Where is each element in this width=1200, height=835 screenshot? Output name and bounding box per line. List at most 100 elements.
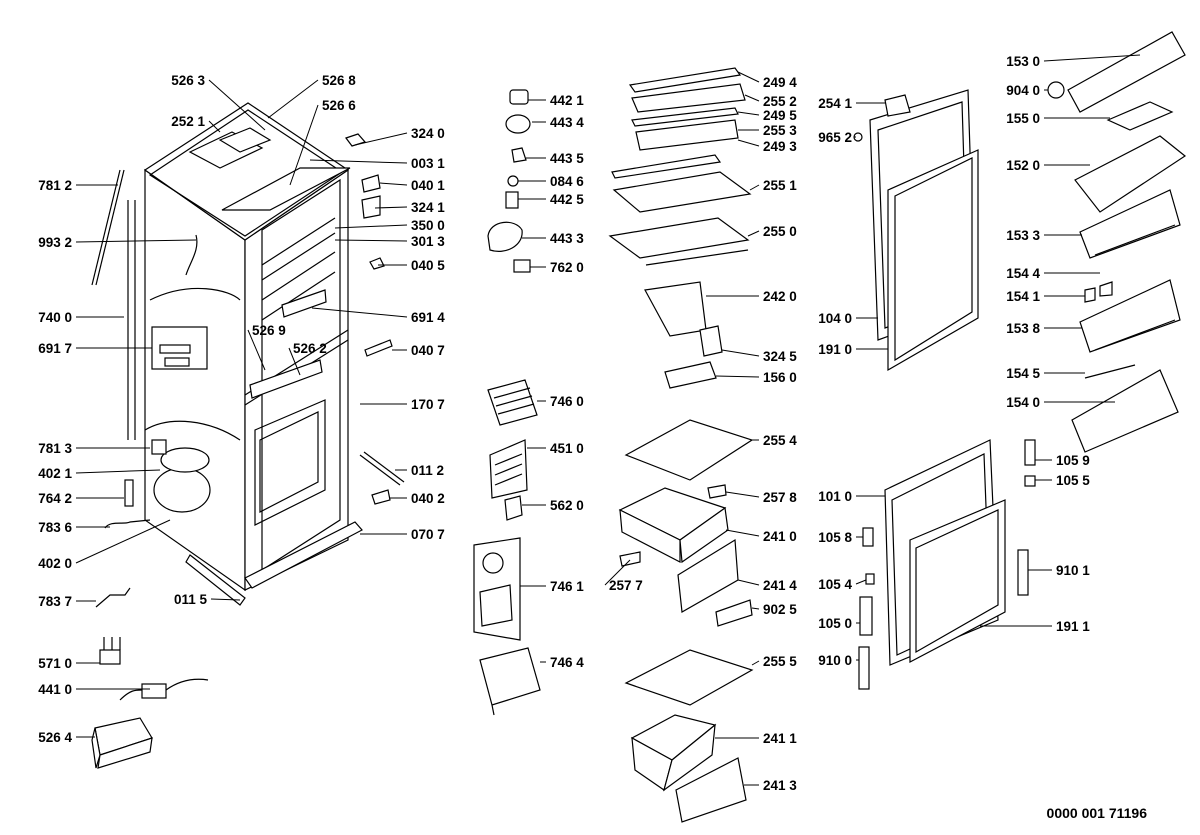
part-label-9100: 910 0 (818, 653, 852, 668)
leader-line (744, 94, 760, 102)
part-label-0401: 040 1 (411, 178, 445, 193)
part-label-2521: 252 1 (171, 114, 205, 129)
leader-line (379, 182, 408, 186)
door-shelves (1047, 31, 1187, 453)
part-label-7837: 783 7 (38, 594, 72, 609)
leader-line (855, 579, 867, 585)
part-label-1541: 154 1 (1006, 289, 1040, 304)
part-label-2553: 255 3 (763, 123, 797, 138)
part-label-1707: 170 7 (411, 397, 445, 412)
part-label-9652: 965 2 (818, 130, 852, 145)
part-label-4021: 402 1 (38, 466, 72, 481)
part-label-5269: 526 9 (252, 323, 286, 338)
leader-line (725, 529, 760, 537)
leader-line (354, 132, 408, 146)
part-label-5262: 526 2 (293, 341, 327, 356)
part-label-0112: 011 2 (411, 463, 444, 478)
part-label-1550: 155 0 (1006, 111, 1040, 126)
drawing-number: 0000 001 71196 (1047, 805, 1148, 821)
part-label-4433: 443 3 (550, 231, 584, 246)
part-label-2410: 241 0 (763, 529, 797, 544)
part-label-7642: 764 2 (38, 491, 72, 506)
leader-line (210, 598, 241, 601)
part-label-0707: 070 7 (411, 527, 445, 542)
part-label-3241: 324 1 (411, 200, 445, 215)
cabinet-body (91, 102, 405, 769)
part-label-2420: 242 0 (763, 289, 797, 304)
leader-line (334, 224, 408, 229)
part-label-3500: 350 0 (411, 218, 445, 233)
leader-line (288, 347, 301, 376)
leader-line (289, 104, 319, 186)
part-label-4434: 443 4 (550, 115, 584, 130)
part-label-1540: 154 0 (1006, 395, 1040, 410)
part-label-1910: 191 0 (818, 342, 852, 357)
leader-line (75, 469, 161, 474)
part-label-5266: 526 6 (322, 98, 356, 113)
leader-line (749, 184, 760, 191)
part-label-1055: 105 5 (1056, 473, 1090, 488)
leader-line (725, 491, 760, 498)
leader-line (208, 120, 221, 133)
part-label-2414: 241 4 (763, 578, 797, 593)
leader-line (737, 139, 760, 147)
part-label-1059: 105 9 (1056, 453, 1090, 468)
part-label-4410: 441 0 (38, 682, 72, 697)
part-label-1010: 101 0 (818, 489, 852, 504)
part-label-7460: 746 0 (550, 394, 584, 409)
part-label-7620: 762 0 (550, 260, 584, 275)
part-label-9932: 993 2 (38, 235, 72, 250)
doors (853, 89, 1036, 690)
part-label-3013: 301 3 (411, 234, 445, 249)
part-label-6914: 691 4 (411, 310, 445, 325)
part-label-0402: 040 2 (411, 491, 445, 506)
part-label-1054: 105 4 (818, 577, 852, 592)
part-label-2577: 257 7 (609, 578, 643, 593)
part-label-2493: 249 3 (763, 139, 797, 154)
part-label-2541: 254 1 (818, 96, 852, 111)
part-label-1533: 153 3 (1006, 228, 1040, 243)
leader-line (75, 519, 171, 564)
shelves-and-drawers (608, 67, 754, 823)
part-label-2578: 257 8 (763, 490, 797, 505)
part-label-4421: 442 1 (550, 93, 584, 108)
leader-line (747, 230, 760, 237)
leader-line (737, 111, 760, 116)
leader-line (75, 239, 197, 243)
leader-line (1043, 54, 1141, 62)
leader-line (737, 579, 760, 586)
part-label-6917: 691 7 (38, 341, 72, 356)
part-label-7461: 746 1 (550, 579, 584, 594)
part-label-7836: 783 6 (38, 520, 72, 535)
part-label-2552: 255 2 (763, 94, 797, 109)
part-illustrations (91, 31, 1187, 823)
part-label-5263: 526 3 (171, 73, 205, 88)
part-label-1040: 104 0 (818, 311, 852, 326)
part-label-0031: 003 1 (411, 156, 445, 171)
part-label-4425: 442 5 (550, 192, 584, 207)
part-label-1911: 191 1 (1056, 619, 1090, 634)
leader-line (721, 349, 760, 357)
part-label-1545: 154 5 (1006, 366, 1040, 381)
part-label-2551: 255 1 (763, 178, 797, 193)
part-label-0846: 084 6 (550, 174, 584, 189)
part-label-0405: 040 5 (411, 258, 445, 273)
part-label-5620: 562 0 (550, 498, 584, 513)
part-label-1050: 105 0 (818, 616, 852, 631)
part-label-4510: 451 0 (550, 441, 584, 456)
part-label-1520: 152 0 (1006, 158, 1040, 173)
part-label-0407: 040 7 (411, 343, 445, 358)
leader-line (374, 206, 408, 209)
part-label-4020: 402 0 (38, 556, 72, 571)
leader-line (309, 159, 408, 164)
part-label-9040: 904 0 (1006, 83, 1040, 98)
part-label-2494: 249 4 (763, 75, 797, 90)
part-label-5264: 526 4 (38, 730, 72, 745)
part-label-5710: 571 0 (38, 656, 72, 671)
leader-line (334, 239, 408, 242)
part-label-2413: 241 3 (763, 778, 797, 793)
part-label-3245: 324 5 (763, 349, 797, 364)
leader-line (715, 375, 760, 378)
